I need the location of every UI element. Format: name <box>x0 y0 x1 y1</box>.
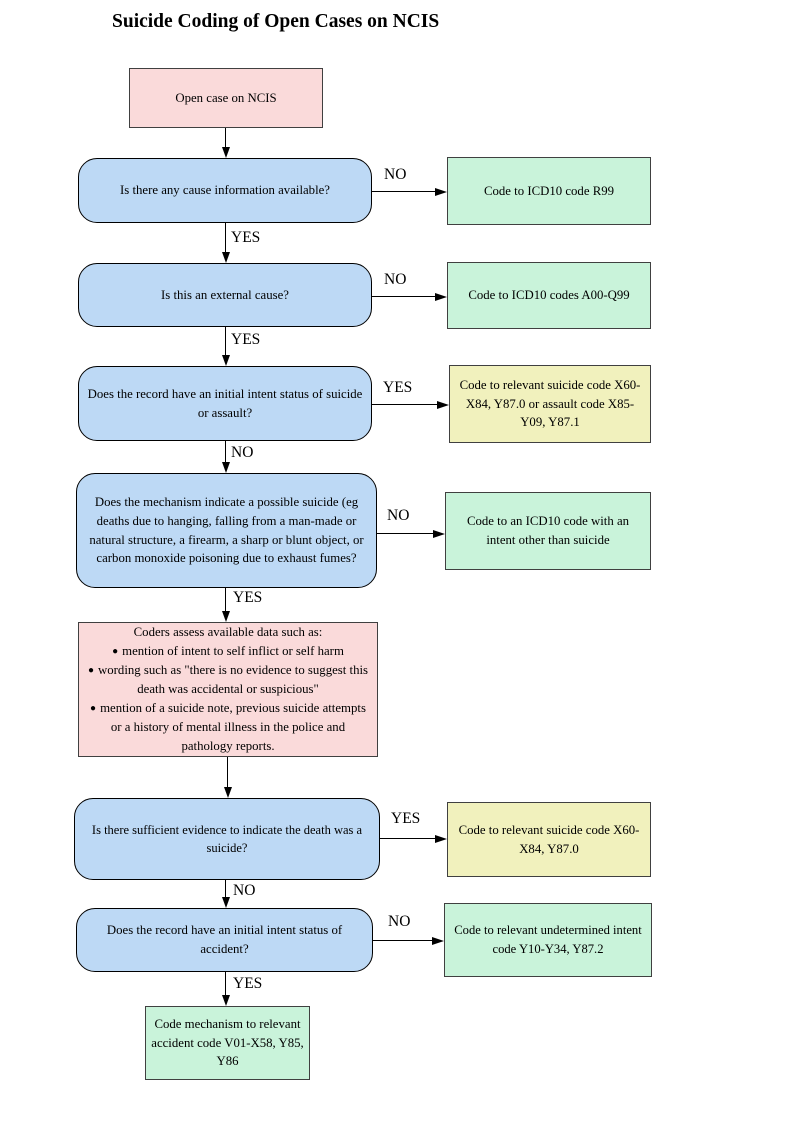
bullet-icon: ● <box>90 702 97 714</box>
decision-intent-suicide-assault: Does the record have an initial intent s… <box>78 366 372 441</box>
node-text: Code to relevant undetermined intent cod… <box>454 923 642 956</box>
process-bullet: ●mention of intent to self inflict or se… <box>112 642 344 661</box>
bullet-text: mention of intent to self inflict or sel… <box>122 644 344 659</box>
arrow-intent-to-mechanism <box>220 441 231 473</box>
arrow-line <box>224 128 227 147</box>
edge-label-yes: YES <box>231 229 261 246</box>
outcome-accident-codes: Code mechanism to relevant accident code… <box>145 1006 310 1080</box>
arrow-line <box>224 588 227 611</box>
arrow-process-to-evidence <box>222 757 233 798</box>
start-node-open-case: Open case on NCIS <box>129 68 323 128</box>
outcome-suicide-assault-codes: Code to relevant suicide code X60-X84, Y… <box>449 365 651 443</box>
node-text: Is there any cause information available… <box>120 183 330 198</box>
edge-label-no: NO <box>388 913 411 930</box>
edge-label-no: NO <box>387 507 410 524</box>
edge-label-no: NO <box>384 271 407 288</box>
arrow-cause-info-no <box>372 186 447 197</box>
outcome-other-intent: Code to an ICD10 code with an intent oth… <box>445 492 651 570</box>
process-intro: Coders assess available data such as: <box>133 625 323 640</box>
node-text: Is there sufficient evidence to indicate… <box>91 822 363 856</box>
node-text: Does the mechanism indicate a possible s… <box>89 494 364 566</box>
decision-intent-accident: Does the record have an initial intent s… <box>76 908 373 972</box>
arrowhead-down-icon <box>221 355 230 366</box>
arrow-line <box>224 327 227 355</box>
node-text: Code to an ICD10 code with an intent oth… <box>466 514 630 547</box>
arrow-line <box>224 972 227 995</box>
outcome-a00-q99: Code to ICD10 codes A00-Q99 <box>447 262 651 329</box>
arrowhead-down-icon <box>221 897 230 908</box>
process-bullet: ●wording such as "there is no evidence t… <box>84 661 372 699</box>
node-text: Is this an external cause? <box>161 287 289 302</box>
arrowhead-down-icon <box>221 252 230 263</box>
edge-label-yes: YES <box>233 975 263 992</box>
arrowhead-down-icon <box>221 147 230 158</box>
edge-label-yes: YES <box>391 810 421 827</box>
arrow-start-to-cause-info <box>220 128 231 158</box>
process-bullet: ●mention of a suicide note, previous sui… <box>84 699 372 756</box>
arrowhead-down-icon <box>221 611 230 622</box>
page-title: Suicide Coding of Open Cases on NCIS <box>112 11 440 32</box>
decision-mechanism: Does the mechanism indicate a possible s… <box>76 473 377 588</box>
arrowhead-down-icon <box>221 462 230 473</box>
node-text: Does the record have an initial intent s… <box>87 386 363 420</box>
arrow-line <box>224 880 227 897</box>
process-coders-assess: Coders assess available data such as: ●m… <box>78 622 378 757</box>
decision-sufficient-evidence: Is there sufficient evidence to indicate… <box>74 798 380 880</box>
node-text: Open case on NCIS <box>175 90 277 105</box>
node-text: Code to relevant suicide code X60-X84, Y… <box>458 822 640 856</box>
outcome-r99: Code to ICD10 code R99 <box>447 157 651 225</box>
arrow-line <box>372 190 435 193</box>
arrow-evidence-to-accident <box>220 880 231 908</box>
arrowhead-down-icon <box>223 787 232 798</box>
arrowhead-right-icon <box>435 834 447 843</box>
arrow-accident-no <box>373 935 444 946</box>
arrow-external-to-intent <box>220 327 231 366</box>
arrowhead-down-icon <box>221 995 230 1006</box>
arrow-cause-info-to-external <box>220 223 231 263</box>
decision-cause-info: Is there any cause information available… <box>78 158 372 223</box>
arrow-evidence-yes <box>380 833 447 844</box>
arrow-line <box>224 441 227 462</box>
arrow-accident-to-final <box>220 972 231 1006</box>
bullet-text: mention of a suicide note, previous suic… <box>100 700 366 753</box>
edge-label-yes: YES <box>383 379 413 396</box>
node-text: Code mechanism to relevant accident code… <box>151 1016 304 1069</box>
arrow-mechanism-no <box>377 528 445 539</box>
node-text: Does the record have an initial intent s… <box>106 923 343 956</box>
node-text: Code to ICD10 codes A00-Q99 <box>468 288 630 303</box>
arrow-mechanism-to-process <box>220 588 231 622</box>
bullet-icon: ● <box>87 665 95 677</box>
arrow-line <box>226 757 229 787</box>
arrow-line <box>373 939 432 942</box>
edge-label-yes: YES <box>233 589 263 606</box>
arrow-line <box>372 403 437 406</box>
arrowhead-right-icon <box>437 400 449 409</box>
node-text: Code to ICD10 code R99 <box>483 183 615 198</box>
edge-label-yes: YES <box>231 331 261 348</box>
edge-label-no: NO <box>231 444 254 461</box>
arrowhead-right-icon <box>432 936 444 945</box>
edge-label-no: NO <box>233 882 256 899</box>
arrowhead-right-icon <box>435 292 447 301</box>
bullet-icon: ● <box>112 646 119 658</box>
bullet-text: wording such as "there is no evidence to… <box>98 663 369 697</box>
arrow-line <box>380 837 435 840</box>
arrow-external-no <box>372 291 447 302</box>
edge-label-no: NO <box>384 166 407 183</box>
outcome-undetermined: Code to relevant undetermined intent cod… <box>444 903 652 977</box>
arrow-line <box>224 223 227 252</box>
decision-external-cause: Is this an external cause? <box>78 263 372 327</box>
arrow-line <box>377 532 433 535</box>
node-text: Code to relevant suicide code X60-X84, Y… <box>459 377 641 430</box>
arrow-line <box>372 295 435 298</box>
arrow-intent-yes <box>372 399 449 410</box>
outcome-suicide-codes: Code to relevant suicide code X60-X84, Y… <box>447 802 651 877</box>
arrowhead-right-icon <box>433 529 445 538</box>
arrowhead-right-icon <box>435 187 447 196</box>
